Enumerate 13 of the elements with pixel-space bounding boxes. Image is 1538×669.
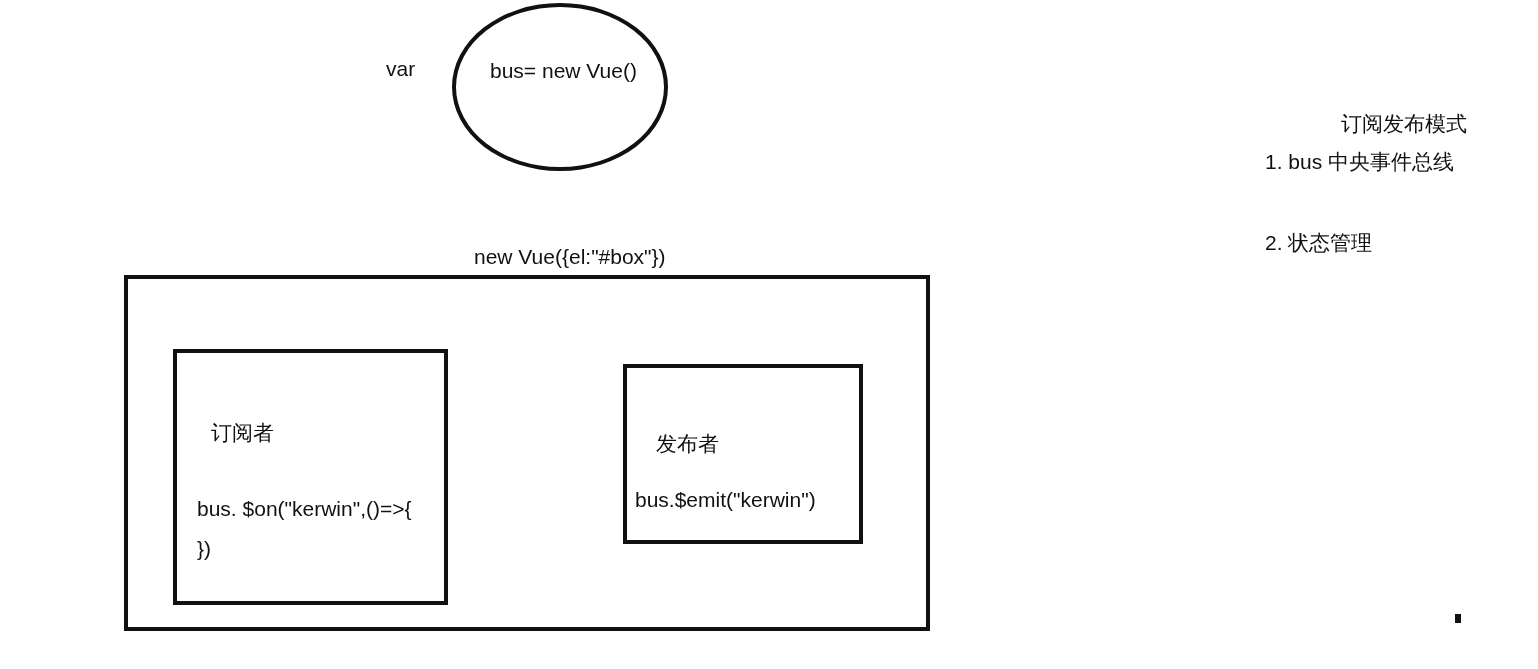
component-box (173, 349, 448, 605)
role-label: 订阅者 (211, 420, 274, 446)
code-text: bus. $on("kerwin",()=>{ }) (197, 496, 413, 562)
ellipse-shape (452, 3, 668, 171)
component-box (623, 364, 863, 544)
note-text: 2. 状态管理 (1265, 230, 1373, 256)
role-label: 发布者 (656, 431, 719, 457)
note-text: 订阅发布模式 (1341, 111, 1467, 137)
code-keyword: var (386, 57, 416, 81)
code-text: bus.$emit("kerwin") (635, 488, 816, 512)
code-text: new Vue({el:"#box"}) (474, 245, 666, 269)
code-text: bus= new Vue() (490, 59, 637, 83)
note-text: 1. bus 中央事件总线 (1265, 149, 1455, 175)
